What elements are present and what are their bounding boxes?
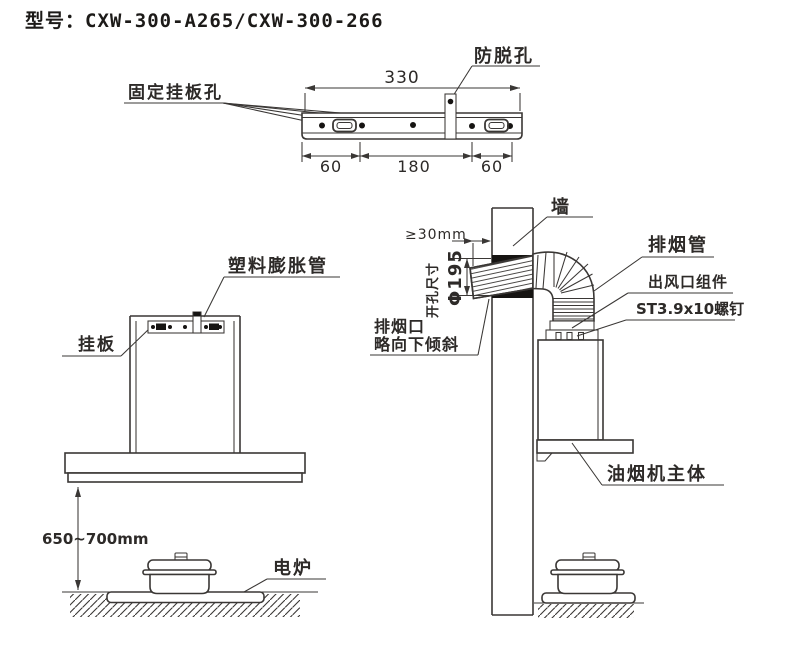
label-anti-drop-hole: 防脱孔 (474, 45, 534, 67)
label-outlet-assembly: 出风口组件 (648, 273, 728, 291)
label-wall: 墙 (551, 196, 571, 218)
bar-slot-left (332, 118, 357, 133)
page-title: 型号：CXW-300-A265/CXW-300-266 (25, 9, 384, 32)
chimney (129, 315, 241, 453)
dimension-hole-size: 开孔尺寸 Φ195 (425, 249, 491, 318)
bracket-top-view: 固定挂板孔 防脱孔 (124, 45, 540, 176)
duct-elbow (532, 251, 595, 322)
hood-front-view: 塑料膨胀管 挂板 (42, 255, 340, 617)
dimension-330: 330 (304, 68, 521, 111)
dimension-60-180-60: 60 180 60 (301, 142, 513, 176)
height-arrow: 650~700mm (42, 487, 148, 590)
expansion-tube (192, 311, 202, 334)
anti-drop-tab (444, 93, 457, 140)
mounting-bar (301, 93, 523, 140)
label-electric-stove: 电炉 (273, 557, 313, 579)
label-expansion-tube: 塑料膨胀管 (228, 255, 328, 277)
dim-right: 60 (481, 157, 503, 176)
hood-panel-side (536, 439, 634, 454)
hood-side-view: ≥30mm 开孔尺寸 Φ195 墙 排烟管 出风口组件 (370, 196, 744, 618)
dim-hole-caption: 开孔尺寸 (425, 262, 441, 318)
dim-install-height: 650~700mm (42, 530, 148, 548)
stove-slab-right (541, 592, 636, 604)
label-outlet-tilt-2: 略向下倾斜 (374, 335, 459, 354)
label-screw: ST3.9x10螺钉 (636, 300, 744, 318)
screws (555, 331, 585, 341)
hood-panel-lip (536, 452, 553, 462)
label-exhaust-pipe: 排烟管 (648, 234, 708, 256)
dim-wall-gap: ≥30mm (405, 227, 467, 243)
ground-hatch-right (538, 604, 634, 618)
flex-duct (469, 254, 534, 300)
dim-left: 60 (320, 157, 342, 176)
dim-total-width: 330 (384, 68, 419, 88)
hanging-bracket (147, 320, 225, 334)
dimension-wall-gap: ≥30mm (405, 227, 491, 266)
pot-right (550, 552, 625, 595)
hood-panel (64, 452, 306, 483)
label-hanging-plate: 挂板 (78, 334, 116, 355)
label-outlet-tilt-1: 排烟口 (374, 317, 425, 336)
dim-hole-diameter: Φ195 (445, 249, 466, 306)
label-fixing-holes: 固定挂板孔 (128, 82, 223, 103)
dim-center: 180 (397, 157, 431, 176)
label-hood-body: 油烟机主体 (607, 463, 707, 485)
pot-left (142, 552, 217, 595)
bar-slot-right (484, 118, 509, 133)
hood-body (537, 339, 604, 441)
